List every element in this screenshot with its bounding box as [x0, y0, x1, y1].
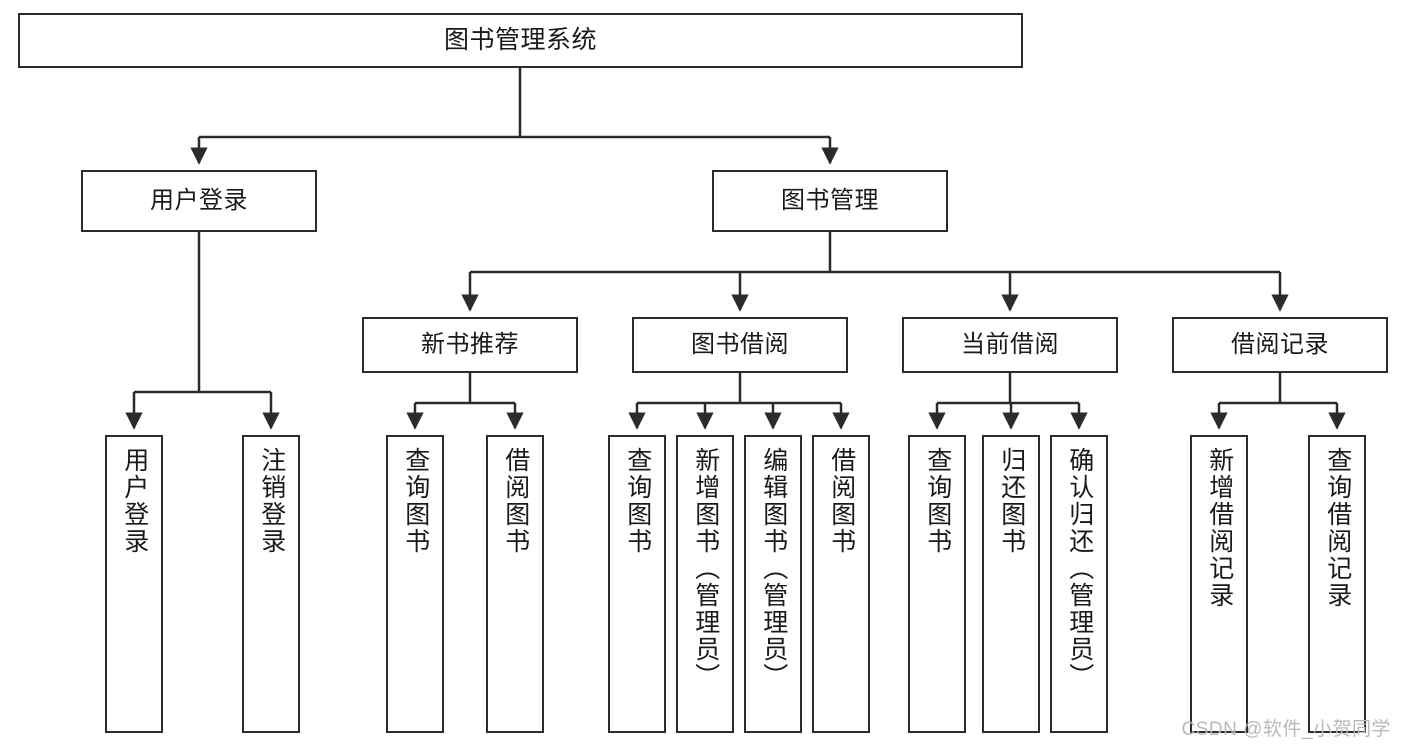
node-leaf-confirm-return[interactable]: 确认归还（管理员）	[1050, 435, 1108, 733]
node-label: 借阅图书	[827, 447, 856, 555]
node-current-borrow[interactable]: 当前借阅	[902, 317, 1118, 373]
node-label: 借阅记录	[1231, 330, 1329, 358]
node-leaf-user-login[interactable]: 用户登录	[105, 435, 163, 733]
node-book-manage[interactable]: 图书管理	[712, 170, 948, 232]
node-leaf-user-logout[interactable]: 注销登录	[242, 435, 300, 733]
node-label: 查询借阅记录	[1323, 447, 1352, 609]
node-user-login[interactable]: 用户登录	[81, 170, 317, 232]
node-label: 图书管理系统	[443, 25, 597, 54]
node-leaf-query-book-3[interactable]: 查询图书	[908, 435, 966, 733]
node-new-book-recommend[interactable]: 新书推荐	[362, 317, 578, 373]
node-book-borrow[interactable]: 图书借阅	[632, 317, 848, 373]
watermark-text: CSDN @软件_小贺同学	[1181, 719, 1391, 740]
node-label: 编辑图书（管理员）	[759, 447, 788, 690]
node-label: 当前借阅	[961, 330, 1059, 358]
node-leaf-add-borrow-record[interactable]: 新增借阅记录	[1190, 435, 1248, 733]
node-label: 新增借阅记录	[1205, 447, 1234, 609]
node-label: 注销登录	[257, 447, 286, 555]
node-root-system[interactable]: 图书管理系统	[18, 13, 1023, 68]
node-label: 新增图书（管理员）	[691, 447, 720, 690]
node-label: 归还图书	[997, 447, 1026, 555]
node-leaf-add-book[interactable]: 新增图书（管理员）	[676, 435, 734, 733]
node-borrow-record[interactable]: 借阅记录	[1172, 317, 1388, 373]
node-leaf-query-book-1[interactable]: 查询图书	[386, 435, 444, 733]
node-label: 查询图书	[923, 447, 952, 555]
node-leaf-query-book-2[interactable]: 查询图书	[608, 435, 666, 733]
node-label: 用户登录	[150, 186, 248, 214]
node-leaf-edit-book[interactable]: 编辑图书（管理员）	[744, 435, 802, 733]
node-leaf-borrow-book-2[interactable]: 借阅图书	[812, 435, 870, 733]
node-leaf-return-book[interactable]: 归还图书	[982, 435, 1040, 733]
node-label: 用户登录	[120, 447, 149, 555]
node-label: 借阅图书	[501, 447, 530, 555]
node-label: 图书借阅	[691, 330, 789, 358]
node-label: 图书管理	[781, 186, 879, 214]
node-label: 确认归还（管理员）	[1065, 447, 1094, 690]
node-label: 新书推荐	[421, 330, 519, 358]
node-label: 查询图书	[623, 447, 652, 555]
node-leaf-query-borrow-record[interactable]: 查询借阅记录	[1308, 435, 1366, 733]
node-leaf-borrow-book-1[interactable]: 借阅图书	[486, 435, 544, 733]
node-label: 查询图书	[401, 447, 430, 555]
